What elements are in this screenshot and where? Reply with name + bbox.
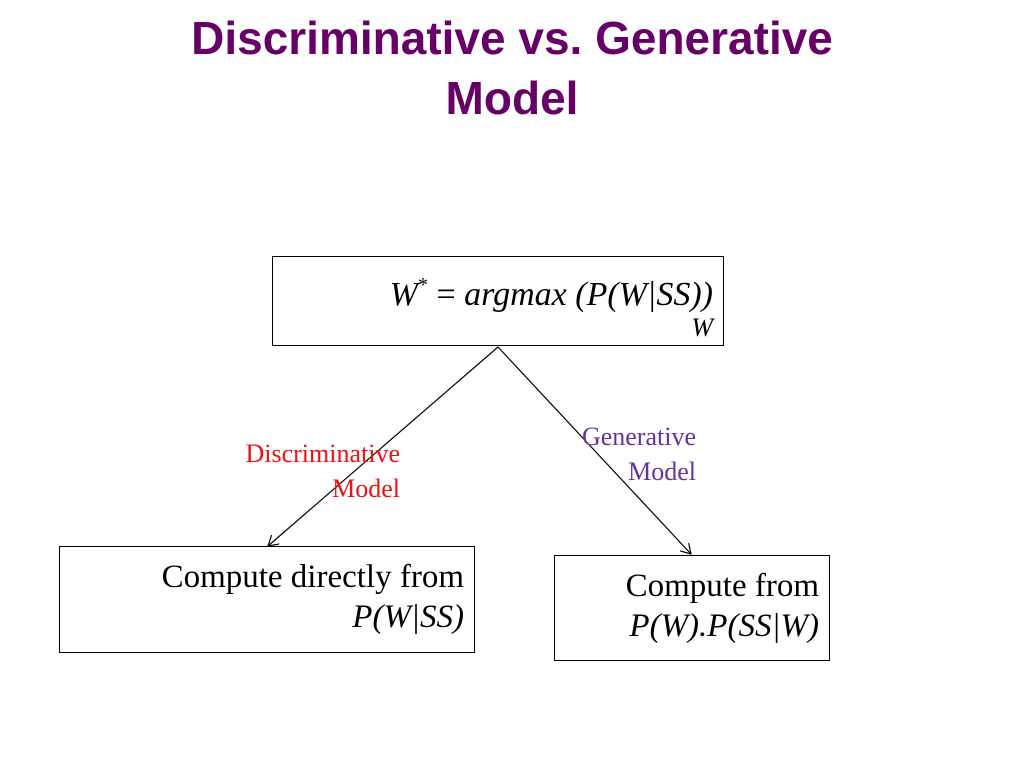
generative-label-line-2: Model: [628, 457, 696, 486]
generative-box-line-2: P(W).P(SS|W): [629, 608, 819, 644]
generative-box-line-1: Compute from: [625, 568, 819, 604]
discriminative-box: Compute directly from P(W|SS): [59, 546, 475, 653]
discriminative-box-line-1: Compute directly from: [161, 559, 464, 595]
slide-title: Discriminative vs. Generative Model: [0, 8, 1024, 128]
posterior-expression: (P(W|SS)): [566, 276, 713, 313]
argmax-equation: W* = argmax (P(W|SS)): [273, 265, 713, 315]
title-line-1: Discriminative vs. Generative: [191, 12, 833, 64]
equals-sign: =: [427, 276, 465, 313]
objective-box: W* = argmax (P(W|SS)) W: [272, 256, 724, 346]
arrow-to-discriminative: [268, 346, 499, 546]
star-superscript: *: [417, 274, 428, 296]
discriminative-label-line-2: Model: [332, 474, 400, 503]
generative-label-line-1: Generative: [581, 422, 696, 451]
discriminative-box-line-2: P(W|SS): [352, 599, 464, 635]
generative-box: Compute from P(W).P(SS|W): [554, 555, 830, 661]
argmax-subscript: W: [691, 313, 713, 342]
argmax-text: argmax: [464, 276, 567, 313]
title-line-2: Model: [445, 72, 579, 124]
discriminative-label-line-1: Discriminative: [245, 439, 400, 468]
w-symbol: W: [389, 276, 418, 313]
arrow-to-generative: [497, 346, 691, 554]
generative-label: Generative Model: [480, 419, 696, 489]
discriminative-label: Discriminative Model: [150, 436, 400, 506]
